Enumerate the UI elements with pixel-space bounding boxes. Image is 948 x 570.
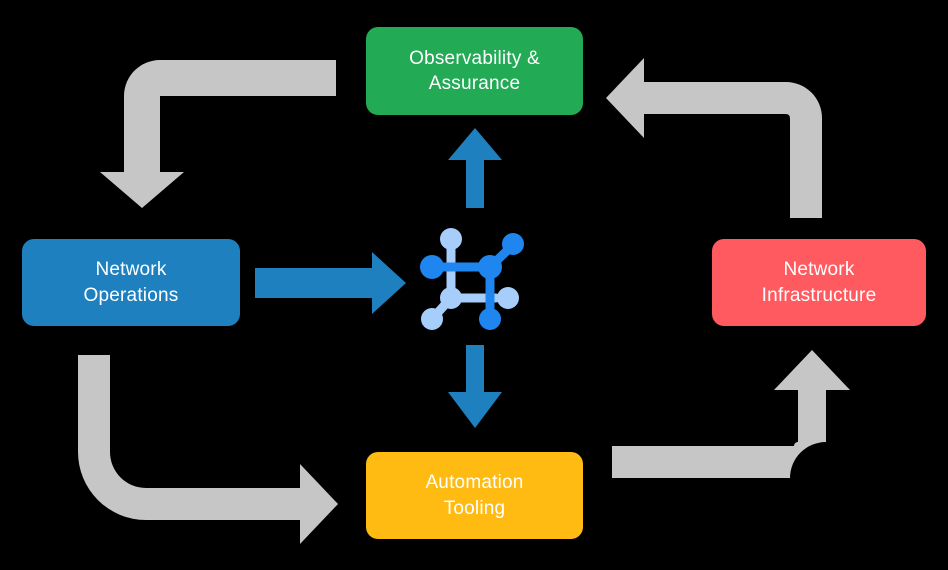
node-automation-tooling-label: Automation Tooling <box>425 472 524 519</box>
connector-infrastructure-to-observability <box>606 58 822 218</box>
connector-observability-to-operations <box>100 60 336 208</box>
node-network-operations-label: Network Operations <box>83 259 179 306</box>
node-network-infrastructure[interactable]: Network Infrastructure <box>712 239 926 326</box>
node-observability-assurance-label: Observability & Assurance <box>409 47 540 94</box>
node-automation-tooling[interactable]: Automation Tooling <box>366 452 583 539</box>
node-network-operations[interactable]: Network Operations <box>22 239 240 326</box>
connector-operations-to-center <box>255 252 406 314</box>
connector-operations-to-automation <box>78 355 338 544</box>
connector-center-to-automation <box>448 345 502 428</box>
connector-center-to-observability <box>448 128 502 208</box>
network-graph-icon <box>420 228 524 330</box>
node-observability-assurance[interactable]: Observability & Assurance <box>366 27 583 115</box>
connector-automation-to-infrastructure <box>612 350 850 478</box>
node-network-infrastructure-label: Network Infrastructure <box>761 259 877 306</box>
